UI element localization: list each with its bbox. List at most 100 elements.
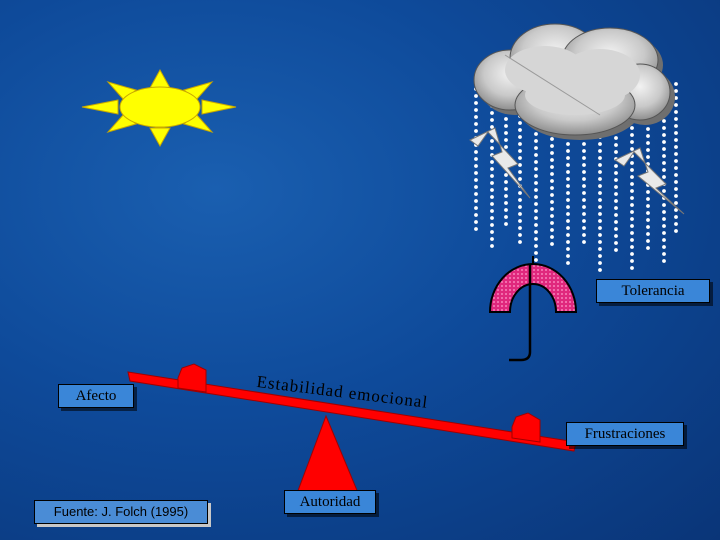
rain-drop xyxy=(598,226,602,230)
rain-drop xyxy=(518,128,522,132)
rain-drop xyxy=(582,177,586,181)
rain-drop xyxy=(598,261,602,265)
rain-drop xyxy=(490,174,494,178)
rain-drop xyxy=(662,147,666,151)
rain-drop xyxy=(662,245,666,249)
rain-drop xyxy=(504,194,508,198)
rain-drop xyxy=(674,110,678,114)
rain-drop xyxy=(566,198,570,202)
rain-drop xyxy=(674,152,678,156)
rain-drop xyxy=(534,139,538,143)
rain-drop xyxy=(474,206,478,210)
rain-drop xyxy=(614,192,618,196)
rain-drop xyxy=(630,147,634,151)
rain-drop xyxy=(662,231,666,235)
rain-drop xyxy=(566,233,570,237)
rain-drop xyxy=(674,124,678,128)
rain-drop xyxy=(534,146,538,150)
rain-drop xyxy=(646,239,650,243)
rain-drop xyxy=(614,136,618,140)
rain-drop xyxy=(614,171,618,175)
rain-drop xyxy=(674,180,678,184)
rain-drop xyxy=(518,205,522,209)
rain-drop xyxy=(566,247,570,251)
rain-drop xyxy=(674,173,678,177)
rain-drop xyxy=(646,218,650,222)
rain-drop xyxy=(674,166,678,170)
rain-drop xyxy=(534,209,538,213)
rain-drop xyxy=(490,111,494,115)
rain-drop xyxy=(566,191,570,195)
umbrella-icon xyxy=(488,256,578,362)
rain-drop xyxy=(598,191,602,195)
lightning-icon xyxy=(469,127,685,215)
rain-drop xyxy=(474,178,478,182)
rain-drop xyxy=(614,178,618,182)
rain-drop xyxy=(646,134,650,138)
rain-drop xyxy=(662,119,666,123)
rain-drop xyxy=(646,225,650,229)
rain-drop xyxy=(566,184,570,188)
seesaw-icon xyxy=(127,363,577,513)
rain-drop xyxy=(566,170,570,174)
rain-drop xyxy=(550,228,554,232)
rain-drop xyxy=(614,241,618,245)
rain-drop xyxy=(662,189,666,193)
rain-drop xyxy=(662,161,666,165)
rain-drop xyxy=(566,142,570,146)
rain-drop xyxy=(504,222,508,226)
rain-drop xyxy=(474,129,478,133)
rain-drop xyxy=(518,226,522,230)
rain-drop xyxy=(598,247,602,251)
rain-drop xyxy=(550,158,554,162)
rain-drop xyxy=(662,203,666,207)
rain-drop xyxy=(550,235,554,239)
rain-drop xyxy=(646,197,650,201)
rain-drop xyxy=(614,227,618,231)
rain-drop xyxy=(518,163,522,167)
rain-drop xyxy=(582,205,586,209)
rain-drop xyxy=(474,199,478,203)
rain-drop xyxy=(582,149,586,153)
rain-drop xyxy=(490,118,494,122)
rain-drop xyxy=(504,201,508,205)
rain-drop xyxy=(630,210,634,214)
rain-drop xyxy=(518,142,522,146)
rain-drop xyxy=(518,156,522,160)
rain-drop xyxy=(550,186,554,190)
rain-drop xyxy=(550,200,554,204)
rain-drop xyxy=(630,182,634,186)
rain-drop xyxy=(598,184,602,188)
rain-drop xyxy=(630,189,634,193)
rain-drop xyxy=(646,141,650,145)
rain-drop xyxy=(646,148,650,152)
rain-drop xyxy=(674,82,678,86)
rain-drop xyxy=(566,212,570,216)
rain-drop xyxy=(674,145,678,149)
rain-drop xyxy=(550,172,554,176)
rain-drop xyxy=(582,240,586,244)
rain-drop xyxy=(534,167,538,171)
rain-drop xyxy=(490,209,494,213)
rain-drop xyxy=(474,150,478,154)
source-citation: Fuente: J. Folch (1995) xyxy=(34,500,208,524)
rain-drop xyxy=(614,150,618,154)
rain-drop xyxy=(630,140,634,144)
rain-drop xyxy=(674,229,678,233)
rain-drop xyxy=(518,149,522,153)
rain-drop xyxy=(582,198,586,202)
rain-drop xyxy=(490,195,494,199)
rain-drop xyxy=(490,139,494,143)
rain-drop xyxy=(614,143,618,147)
rain-drop xyxy=(674,222,678,226)
rain-drop xyxy=(518,177,522,181)
rain-drop xyxy=(474,157,478,161)
rain-drop xyxy=(518,135,522,139)
rain-drop xyxy=(598,240,602,244)
rain-drop xyxy=(566,261,570,265)
rain-drop xyxy=(534,160,538,164)
rain-drop xyxy=(646,190,650,194)
rain-drop xyxy=(646,204,650,208)
rain-drop xyxy=(566,149,570,153)
rain-drop xyxy=(674,201,678,205)
